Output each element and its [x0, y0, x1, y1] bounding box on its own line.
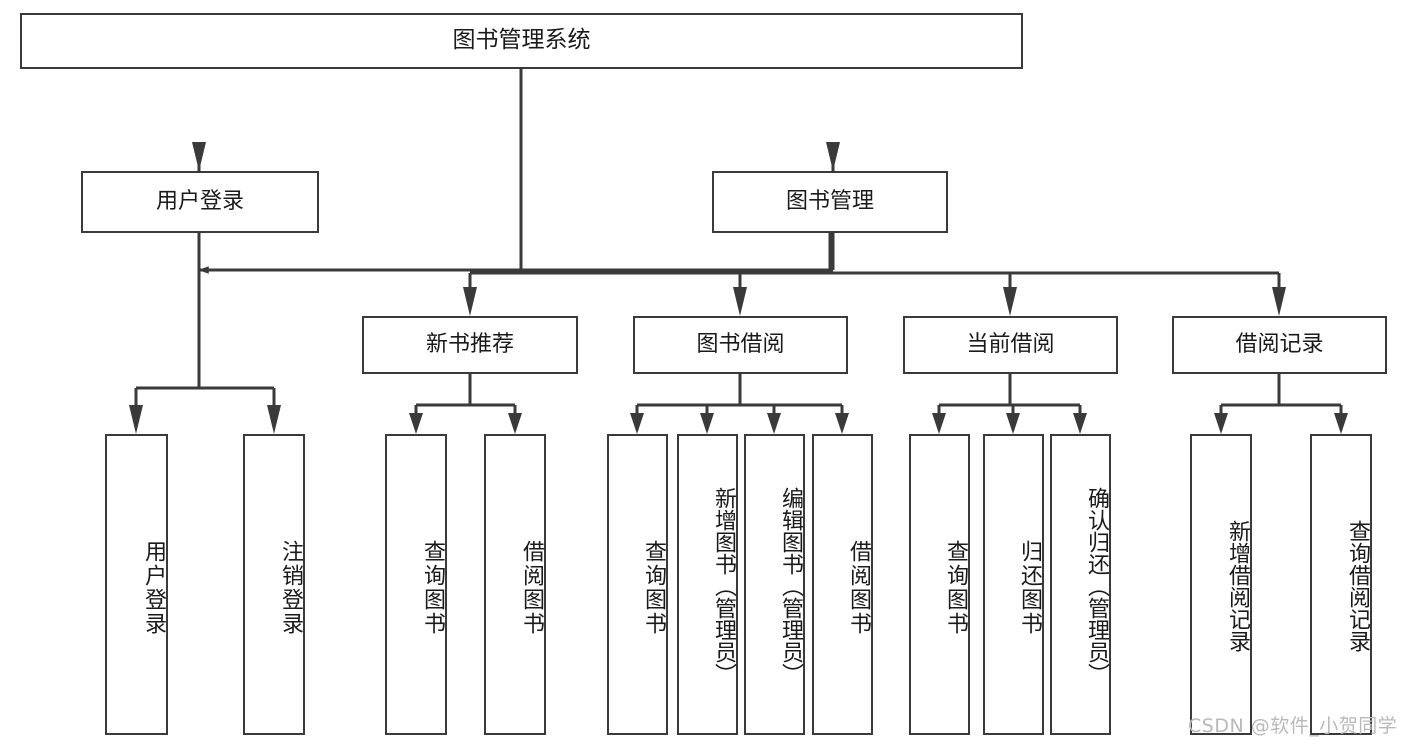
node-leaf-add-book-admin[interactable]: 新增图书（管理员）	[677, 434, 738, 735]
node-label: 借阅图书	[846, 539, 871, 636]
node-user-login[interactable]: 用户登录	[81, 171, 319, 233]
node-leaf-query-book-current[interactable]: 查询图书	[909, 434, 970, 735]
arrowheads-level3	[463, 287, 1286, 316]
node-label: 借阅图书	[519, 539, 544, 636]
node-label: 注销登录	[278, 539, 303, 636]
arrowheads-currentborrow-leaves	[932, 413, 1087, 434]
node-leaf-confirm-return-admin[interactable]: 确认归还（管理员）	[1050, 434, 1111, 735]
node-leaf-user-login[interactable]: 用户登录	[105, 434, 168, 735]
node-current-borrow[interactable]: 当前借阅	[903, 316, 1118, 374]
node-label: 查询图书	[420, 539, 445, 636]
node-borrow-records[interactable]: 借阅记录	[1172, 316, 1387, 374]
node-leaf-add-borrow-record[interactable]: 新增借阅记录	[1190, 434, 1252, 735]
node-leaf-user-logout[interactable]: 注销登录	[243, 434, 305, 735]
node-label: 用户登录	[141, 539, 166, 636]
arrowheads-borrowrecords-leaves	[1214, 413, 1348, 434]
node-leaf-edit-book-admin[interactable]: 编辑图书（管理员）	[744, 434, 805, 735]
node-leaf-borrow-book[interactable]: 借阅图书	[812, 434, 873, 735]
node-label: 查询图书	[641, 539, 666, 636]
arrowheads-bookborrow-leaves	[630, 413, 849, 434]
node-leaf-query-book-recommend[interactable]: 查询图书	[385, 434, 447, 735]
node-book-borrow[interactable]: 图书借阅	[633, 316, 848, 374]
node-label: 当前借阅	[966, 332, 1055, 358]
node-leaf-borrow-book-recommend[interactable]: 借阅图书	[484, 434, 546, 735]
node-root-book-management-system[interactable]: 图书管理系统	[20, 13, 1023, 69]
node-label: 查询借阅记录	[1345, 520, 1370, 652]
node-leaf-query-borrow-record[interactable]: 查询借阅记录	[1310, 434, 1372, 735]
node-label: 新书推荐	[425, 332, 514, 358]
node-label: 用户登录	[155, 189, 244, 215]
node-label: 图书管理系统	[452, 27, 591, 54]
arrowheads-userlogin-leaves	[129, 405, 281, 434]
node-book-manage[interactable]: 图书管理	[712, 171, 948, 233]
node-label: 借阅记录	[1235, 332, 1324, 358]
node-label: 归还图书	[1017, 539, 1042, 636]
node-label: 图书借阅	[696, 332, 785, 358]
node-leaf-query-book-borrow[interactable]: 查询图书	[607, 434, 668, 735]
node-label: 新增图书（管理员）	[711, 487, 736, 685]
node-label: 编辑图书（管理员）	[778, 487, 803, 685]
node-label: 新增借阅记录	[1225, 520, 1250, 652]
node-label: 查询图书	[943, 539, 968, 636]
node-leaf-return-book[interactable]: 归还图书	[983, 434, 1044, 735]
node-label: 图书管理	[785, 189, 874, 215]
node-label: 确认归还（管理员）	[1084, 487, 1109, 685]
arrowheads-newbookrec-leaves	[409, 413, 522, 434]
node-new-book-recommendation[interactable]: 新书推荐	[362, 316, 578, 374]
arrowheads-level2	[192, 142, 840, 171]
